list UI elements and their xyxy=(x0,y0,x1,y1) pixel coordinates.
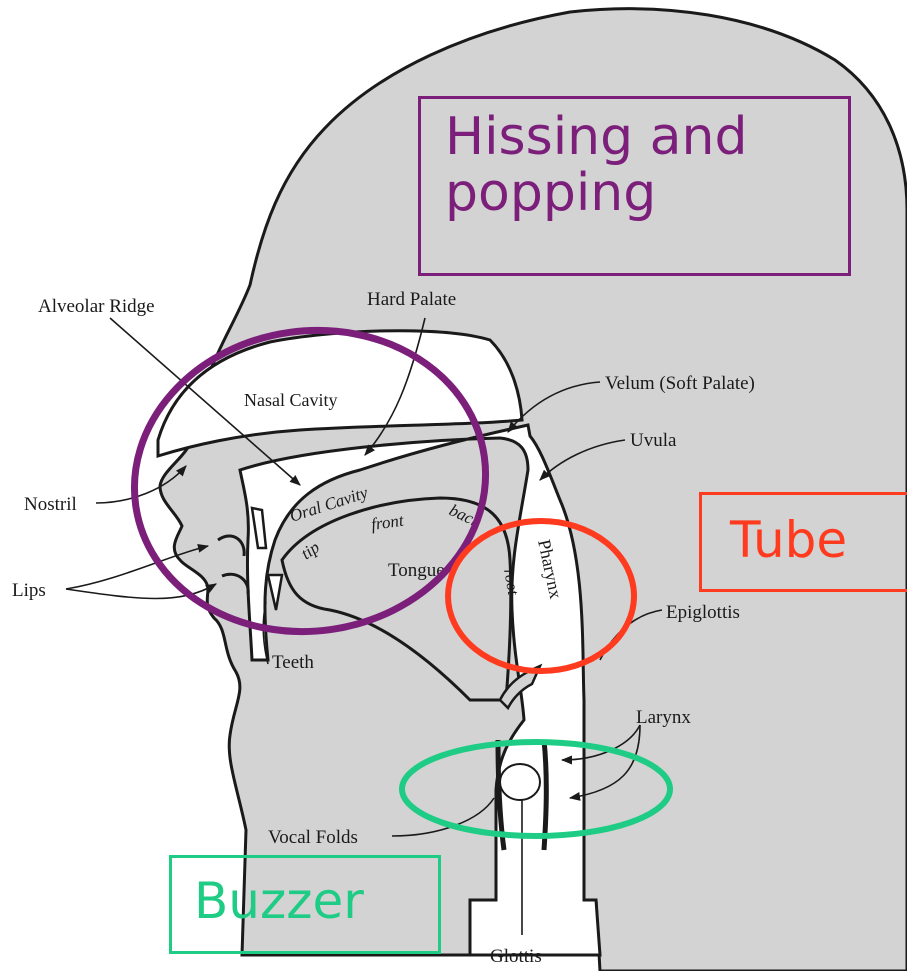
buzzer-callout-text: Buzzer xyxy=(194,872,364,930)
hissing-popping-callout: Hissing and popping xyxy=(418,96,851,276)
tube-callout: Tube xyxy=(699,492,907,592)
label-vocal-folds: Vocal Folds xyxy=(268,827,358,848)
label-larynx: Larynx xyxy=(636,707,691,728)
buzzer-callout: Buzzer xyxy=(169,855,441,954)
label-alveolar-ridge: Alveolar Ridge xyxy=(38,296,155,317)
label-teeth: Teeth xyxy=(272,652,314,673)
glottis-opening xyxy=(500,764,540,800)
label-nostril: Nostril xyxy=(24,494,77,515)
label-epiglottis: Epiglottis xyxy=(666,602,740,623)
label-lips: Lips xyxy=(12,580,46,601)
label-velum: Velum (Soft Palate) xyxy=(605,373,755,394)
label-glottis: Glottis xyxy=(490,946,542,967)
label-uvula: Uvula xyxy=(630,430,677,451)
hissing-callout-line2: popping xyxy=(445,165,848,221)
hissing-callout-line1: Hissing and xyxy=(445,109,848,165)
label-nasal-cavity: Nasal Cavity xyxy=(244,390,337,410)
label-hard-palate: Hard Palate xyxy=(367,289,456,310)
tube-callout-text: Tube xyxy=(730,511,847,569)
